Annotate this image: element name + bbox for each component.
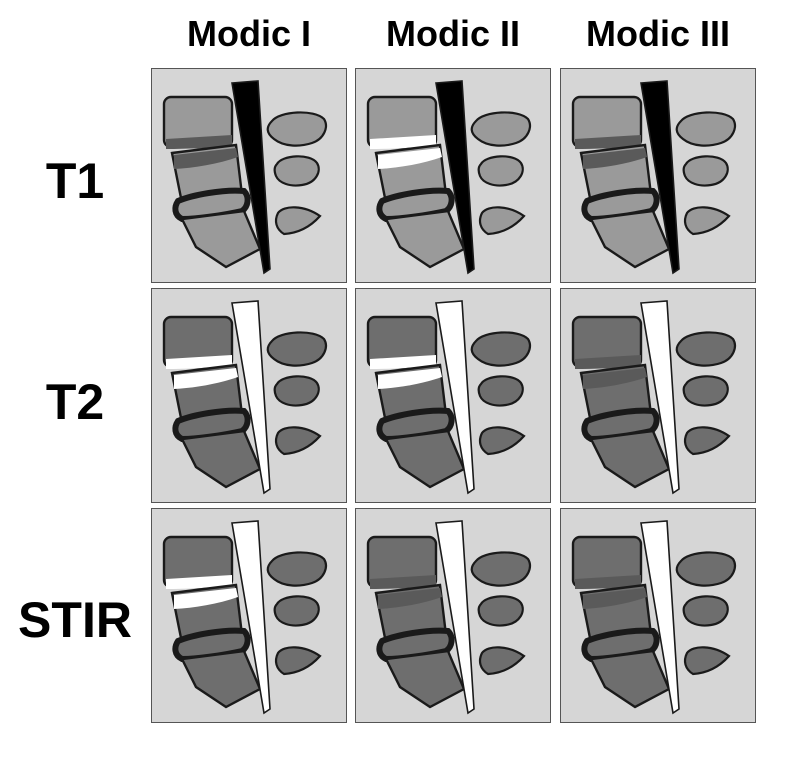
lower-vertebral-body <box>384 209 466 269</box>
endplate-signal-lower-overlay <box>583 148 647 169</box>
spinal-canal <box>231 80 271 275</box>
lower-vertebral-body <box>180 429 262 489</box>
endplate-signal-lower-overlay <box>378 368 442 389</box>
spinal-canal <box>640 520 680 715</box>
posterior-element-upper <box>470 331 532 367</box>
posterior-element-upper <box>675 331 737 367</box>
posterior-element-upper <box>470 551 532 587</box>
spinal-canal <box>435 300 475 495</box>
panel-t1-modic-3 <box>560 68 756 283</box>
posterior-element-middle <box>682 595 729 627</box>
endplate-signal-upper <box>166 355 232 369</box>
posterior-element-upper <box>266 331 328 367</box>
endplate-signal-upper <box>370 135 436 149</box>
column-header-modic-1: Modic I <box>187 13 311 54</box>
spine-illustration <box>162 80 328 275</box>
lower-vertebral-body <box>180 209 262 269</box>
posterior-element-lower <box>478 646 526 676</box>
posterior-element-upper <box>266 551 328 587</box>
lower-vertebral-body <box>589 429 671 489</box>
endplate-signal-lower-overlay <box>174 588 238 609</box>
spine-illustration <box>571 520 737 715</box>
spine-illustration <box>571 300 737 495</box>
row-header-stir: STIR <box>18 592 132 648</box>
posterior-element-upper <box>266 111 328 147</box>
posterior-element-middle <box>477 375 524 407</box>
panel-stir-modic-3 <box>560 508 756 723</box>
spine-illustration <box>162 520 328 715</box>
endplate-signal-upper <box>166 575 232 589</box>
panel-t2-modic-3 <box>560 288 756 503</box>
endplate-signal-lower-overlay <box>378 148 442 169</box>
posterior-element-lower <box>683 206 731 236</box>
posterior-element-lower <box>274 206 322 236</box>
endplate-signal-upper <box>575 135 641 149</box>
spinal-canal <box>231 300 271 495</box>
panel-stir-modic-1 <box>151 508 347 723</box>
spine-illustration <box>366 520 532 715</box>
row-header-t2: T2 <box>45 374 105 430</box>
endplate-signal-upper <box>575 575 641 589</box>
spine-illustration <box>162 300 328 495</box>
lower-vertebral-body <box>589 209 671 269</box>
posterior-element-lower <box>274 426 322 456</box>
spinal-canal <box>435 520 475 715</box>
posterior-element-middle <box>682 375 729 407</box>
row-header-t1: T1 <box>45 153 105 209</box>
posterior-element-middle <box>273 375 320 407</box>
posterior-element-middle <box>682 155 729 187</box>
posterior-element-middle <box>273 155 320 187</box>
spinal-canal <box>231 520 271 715</box>
spinal-canal <box>640 300 680 495</box>
posterior-element-middle <box>477 595 524 627</box>
spine-illustration <box>571 80 737 275</box>
endplate-signal-lower-overlay <box>174 368 238 389</box>
column-header-modic-2: Modic II <box>386 13 520 54</box>
lower-vertebral-body <box>180 649 262 709</box>
posterior-element-middle <box>477 155 524 187</box>
endplate-signal-upper <box>575 355 641 369</box>
endplate-signal-upper <box>370 575 436 589</box>
panel-t2-modic-1 <box>151 288 347 503</box>
endplate-signal-upper <box>166 135 232 149</box>
column-header-modic-3: Modic III <box>586 13 730 54</box>
endplate-signal-upper <box>370 355 436 369</box>
posterior-element-upper <box>675 551 737 587</box>
posterior-element-upper <box>470 111 532 147</box>
posterior-element-lower <box>683 426 731 456</box>
panel-t1-modic-2 <box>355 68 551 283</box>
spine-illustration <box>366 300 532 495</box>
spine-illustration <box>366 80 532 275</box>
lower-vertebral-body <box>384 429 466 489</box>
lower-vertebral-body <box>589 649 671 709</box>
posterior-element-middle <box>273 595 320 627</box>
spinal-canal <box>640 80 680 275</box>
spinal-canal <box>435 80 475 275</box>
posterior-element-lower <box>478 426 526 456</box>
endplate-signal-lower-overlay <box>174 148 238 169</box>
endplate-signal-lower-overlay <box>378 588 442 609</box>
lower-vertebral-body <box>384 649 466 709</box>
panel-t2-modic-2 <box>355 288 551 503</box>
panel-t1-modic-1 <box>151 68 347 283</box>
endplate-signal-lower-overlay <box>583 368 647 389</box>
posterior-element-lower <box>683 646 731 676</box>
panel-stir-modic-2 <box>355 508 551 723</box>
posterior-element-lower <box>478 206 526 236</box>
posterior-element-upper <box>675 111 737 147</box>
posterior-element-lower <box>274 646 322 676</box>
endplate-signal-lower-overlay <box>583 588 647 609</box>
